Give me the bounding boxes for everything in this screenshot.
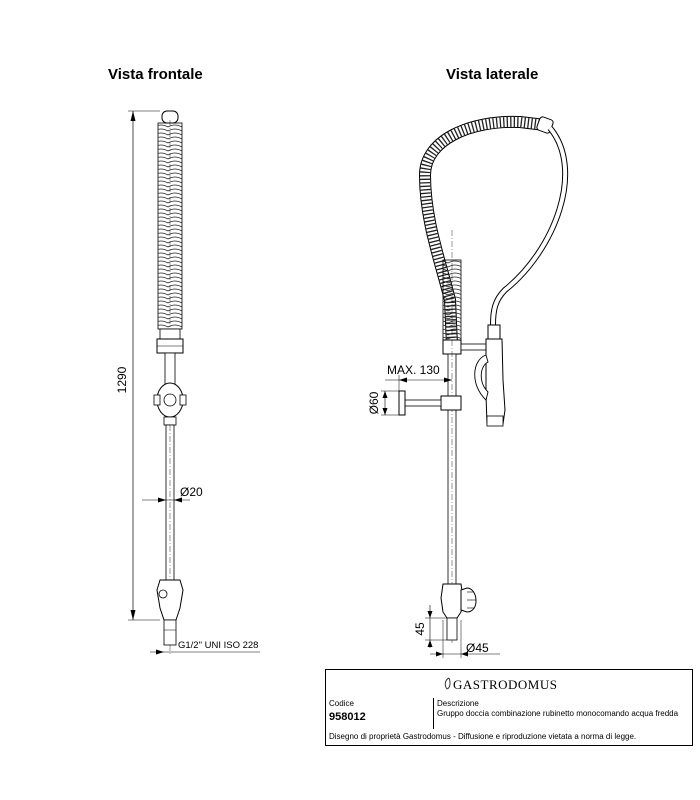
dim-base-height: 45	[413, 622, 427, 636]
brand-mark-icon	[443, 677, 453, 691]
side-base-valve	[440, 583, 464, 619]
dim-base-diameter: Ø45	[466, 641, 489, 655]
front-base-valve	[156, 579, 184, 621]
dim-thread: G1/2" UNI ISO 228	[178, 640, 258, 651]
wall-bracket	[403, 399, 442, 407]
dim-height: 1290	[115, 366, 129, 393]
spray-gun	[485, 338, 506, 425]
front-view-title: Vista frontale	[108, 66, 203, 83]
wall-plate	[398, 390, 406, 416]
description-value: Gruppo doccia combinazione rubinetto mon…	[437, 709, 679, 718]
code-value: 958012	[329, 711, 366, 723]
spray-trigger	[474, 354, 489, 401]
side-view	[381, 115, 568, 658]
dim-wall-plate: Ø60	[367, 391, 381, 414]
code-label: Codice	[329, 699, 354, 708]
front-view	[128, 110, 260, 655]
title-block-code: Codice 958012	[325, 698, 434, 730]
side-hose	[491, 126, 567, 326]
property-notice: Disegno di proprietà Gastrodomus - Diffu…	[329, 732, 637, 741]
brand-logo: GASTRODOMUS	[443, 677, 557, 693]
title-block-header: GASTRODOMUS	[325, 669, 693, 699]
side-view-title: Vista laterale	[446, 66, 539, 83]
dim-max-offset: MAX. 130	[387, 363, 440, 377]
description-label: Descrizione	[437, 699, 479, 708]
dim-pipe-diameter: Ø20	[180, 485, 203, 499]
brand-name: GASTRODOMUS	[453, 677, 558, 692]
title-block-description: Descrizione Gruppo doccia combinazione r…	[433, 698, 693, 730]
title-block-footer: Disegno di proprietà Gastrodomus - Diffu…	[325, 729, 693, 746]
